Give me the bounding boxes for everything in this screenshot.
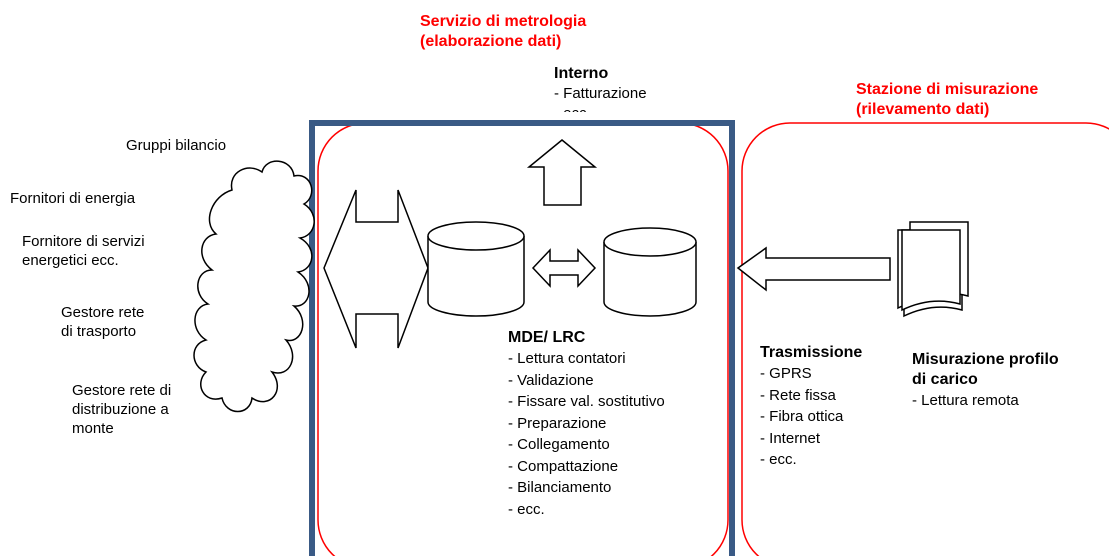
transmission-item: Fibra ottica <box>760 406 862 428</box>
measurement-heading-line2: di carico <box>912 371 978 388</box>
mde-item: Bilanciamento <box>508 477 665 499</box>
metrology-title-line2: (elaborazione dati) <box>420 33 562 50</box>
internal-list: Fatturazione ecc. <box>554 84 647 112</box>
mde-item: Preparazione <box>508 413 665 435</box>
transmission-list: GPRS Rete fissa Fibra ottica Internet ec… <box>760 363 862 471</box>
station-title: Stazione di misurazione (rilevamento dat… <box>856 80 1038 120</box>
metrology-title-line1: Servizio di metrologia <box>420 13 587 30</box>
transmission-block: Trasmissione GPRS Rete fissa Fibra ottic… <box>760 343 862 471</box>
internal-block: Interno Fatturazione ecc. <box>554 64 647 112</box>
mde-item: Collegamento <box>508 434 665 456</box>
mde-block: MDE/ LRC Lettura contatori Validazione F… <box>508 328 665 520</box>
database-icon <box>427 221 525 317</box>
mde-item: Compattazione <box>508 456 665 478</box>
actor-label: Fornitori di energia <box>10 190 136 207</box>
actor-label: Gruppi bilancio <box>126 137 227 154</box>
blue-frame <box>309 120 735 556</box>
measurement-block: Misurazione profilo di carico Lettura re… <box>912 350 1059 412</box>
cloud-icon <box>193 160 315 413</box>
mde-list: Lettura contatori Validazione Fissare va… <box>508 348 665 520</box>
documents-icon <box>897 221 969 318</box>
transmission-heading: Trasmissione <box>760 344 863 361</box>
internal-list-clip: Fatturazione ecc. <box>554 84 647 112</box>
mde-heading: MDE/ LRC <box>508 329 586 346</box>
bidirectional-arrow-icon <box>323 189 429 349</box>
measurement-heading-line1: Misurazione profilo <box>912 351 1059 368</box>
mde-item: Fissare val. sostitutivo <box>508 391 665 413</box>
mde-item: Validazione <box>508 370 665 392</box>
internal-heading: Interno <box>554 65 609 82</box>
internal-item: ecc. <box>554 104 647 112</box>
station-box <box>741 122 1109 556</box>
measurement-item: Lettura remota <box>912 390 1059 412</box>
station-title-line2: (rilevamento dati) <box>856 101 990 118</box>
transmission-item: Rete fissa <box>760 385 862 407</box>
up-arrow-icon <box>526 139 598 206</box>
station-title-line1: Stazione di misurazione <box>856 81 1039 98</box>
measurement-list: Lettura remota <box>912 390 1059 412</box>
actor-label: Gestore rete di trasporto <box>61 304 145 340</box>
metrology-title: Servizio di metrologia (elaborazione dat… <box>420 12 586 52</box>
actor-label: Fornitore di servizi energetici ecc. <box>22 233 145 269</box>
internal-item: Fatturazione <box>554 84 646 104</box>
database-icon <box>603 227 697 317</box>
transmission-item: ecc. <box>760 449 862 471</box>
actor-label: Gestore rete di distribuzione a monte <box>72 382 172 437</box>
mde-item: Lettura contatori <box>508 348 665 370</box>
left-arrow-icon <box>736 246 891 292</box>
mde-item: ecc. <box>508 499 665 521</box>
transmission-item: GPRS <box>760 363 862 385</box>
transmission-item: Internet <box>760 428 862 450</box>
small-bidirectional-arrow-icon <box>531 248 597 288</box>
